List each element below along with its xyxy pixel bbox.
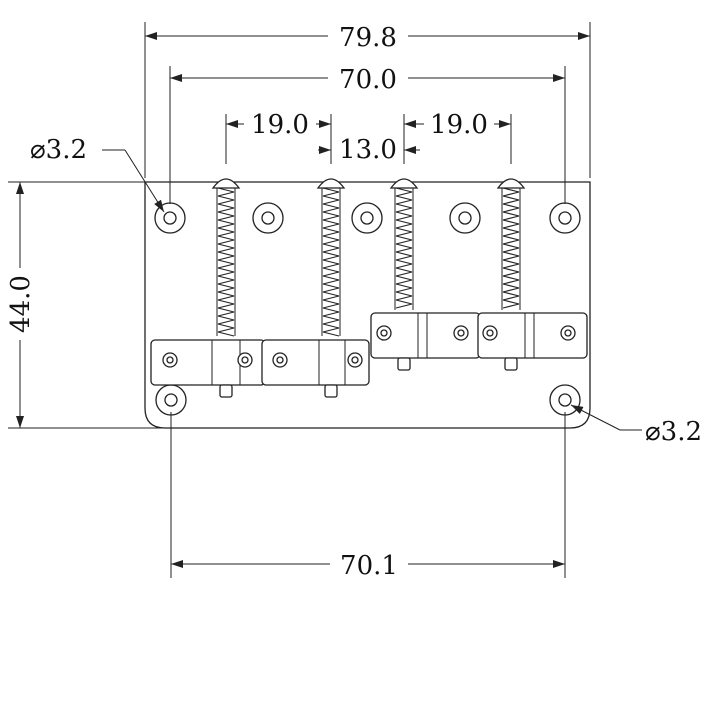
saddle-hole-inner — [276, 356, 284, 364]
mounting-hole — [351, 202, 383, 234]
mounting-hole — [155, 384, 187, 416]
screw-head — [316, 178, 346, 189]
saddle-hole-inner — [166, 356, 174, 364]
dim-label-saddle-gap-middle: 13.0 — [339, 135, 397, 165]
mounting-hole — [252, 202, 284, 234]
dim-label-saddle-gap-left: 19.0 — [251, 110, 309, 140]
saddle-pin — [324, 384, 338, 398]
mounting-hole — [549, 202, 581, 234]
screw-head — [389, 178, 419, 189]
dim-label-hole-diameter-right: ⌀3.2 — [645, 417, 702, 447]
callout-hole-diameter-right: ⌀3.2 — [570, 404, 702, 447]
saddle-hole-inner — [380, 329, 388, 337]
dim-label-hole-diameter-left: ⌀3.2 — [30, 135, 87, 165]
dim-label-height: 44.0 — [6, 275, 36, 333]
mounting-hole — [154, 202, 186, 234]
screw-head — [211, 178, 241, 189]
dimension-height: 44.0 — [6, 181, 165, 429]
mounting-hole — [549, 384, 581, 416]
saddle-hole-inner — [457, 329, 465, 337]
spring — [502, 187, 520, 309]
saddle-pin — [397, 357, 411, 371]
dimension-bottom-hole-spacing: 70.1 — [170, 412, 566, 581]
saddle-hole-inner — [564, 329, 572, 337]
saddle-body — [261, 339, 370, 386]
mounting-hole — [449, 202, 481, 234]
dimension-saddle-gaps: 19.0 13.0 19.0 — [225, 110, 512, 165]
dim-label-top-hole-spacing: 70.0 — [339, 65, 397, 95]
spring — [322, 187, 340, 337]
screw-head — [496, 178, 526, 189]
dimension-top-hole-spacing: 70.0 — [169, 65, 566, 204]
dim-label-saddle-gap-right: 19.0 — [430, 110, 488, 140]
dim-label-bottom-hole-spacing: 70.1 — [340, 551, 398, 581]
saddle-body — [477, 312, 588, 359]
spring — [395, 187, 413, 309]
saddles — [150, 178, 588, 398]
saddle-pin — [504, 357, 518, 371]
dim-label-overall-width: 79.8 — [339, 23, 397, 53]
saddle-hole-inner — [241, 356, 249, 364]
spring — [217, 187, 235, 337]
saddle-hole-inner — [351, 356, 359, 364]
saddle-hole-inner — [486, 329, 494, 337]
saddle-pin — [219, 384, 233, 398]
dimension-overall-width: 79.8 — [144, 22, 591, 178]
callout-hole-diameter-left: ⌀3.2 — [30, 135, 165, 213]
